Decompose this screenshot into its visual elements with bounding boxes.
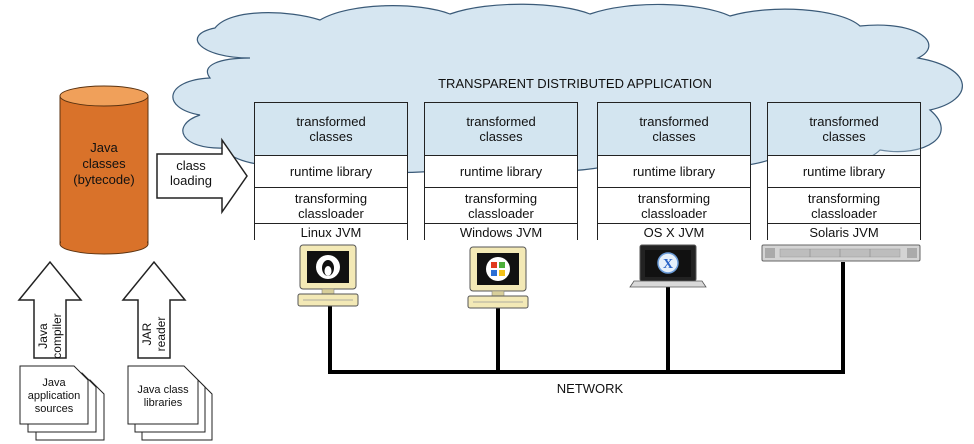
libraries-doc-label: Java class libraries	[137, 384, 189, 409]
network-lines	[328, 262, 845, 374]
class-loading-label: class loading	[170, 158, 212, 188]
cloud-label: TRANSPARENT DISTRIBUTED APPLICATION	[438, 76, 712, 91]
svg-text:X: X	[663, 257, 673, 272]
jar-reader-arrow	[121, 260, 187, 359]
class-loading-arrow	[156, 137, 248, 215]
jvm-cell: Linux JVM	[255, 224, 407, 240]
jvm-cell: Solaris JVM	[768, 224, 920, 240]
compiler-arrow	[17, 260, 83, 359]
network-label: NETWORK	[556, 381, 624, 396]
libraries-document-stack	[127, 365, 213, 441]
cylinder-label: Java classes (bytecode)	[73, 140, 135, 187]
runtime-library-cell: runtime library	[425, 156, 577, 188]
jar-arrow-label: JAR reader	[140, 316, 168, 352]
jvm-cell: OS X JVM	[598, 224, 750, 240]
sources-document-stack	[19, 365, 105, 441]
jvm-cell: Windows JVM	[425, 224, 577, 240]
bytecode-cylinder	[59, 85, 149, 255]
mac-laptop-icon: X	[629, 244, 707, 288]
rack-server-icon	[761, 244, 921, 262]
runtime-library-cell: runtime library	[768, 156, 920, 188]
linux-desktop-icon	[297, 244, 359, 307]
runtime-library-cell: runtime library	[598, 156, 750, 188]
compiler-arrow-label: Java compiler	[36, 313, 64, 359]
windows-desktop-icon	[467, 246, 529, 309]
sources-doc-label: Java application sources	[27, 377, 81, 415]
runtime-library-cell: runtime library	[255, 156, 407, 188]
